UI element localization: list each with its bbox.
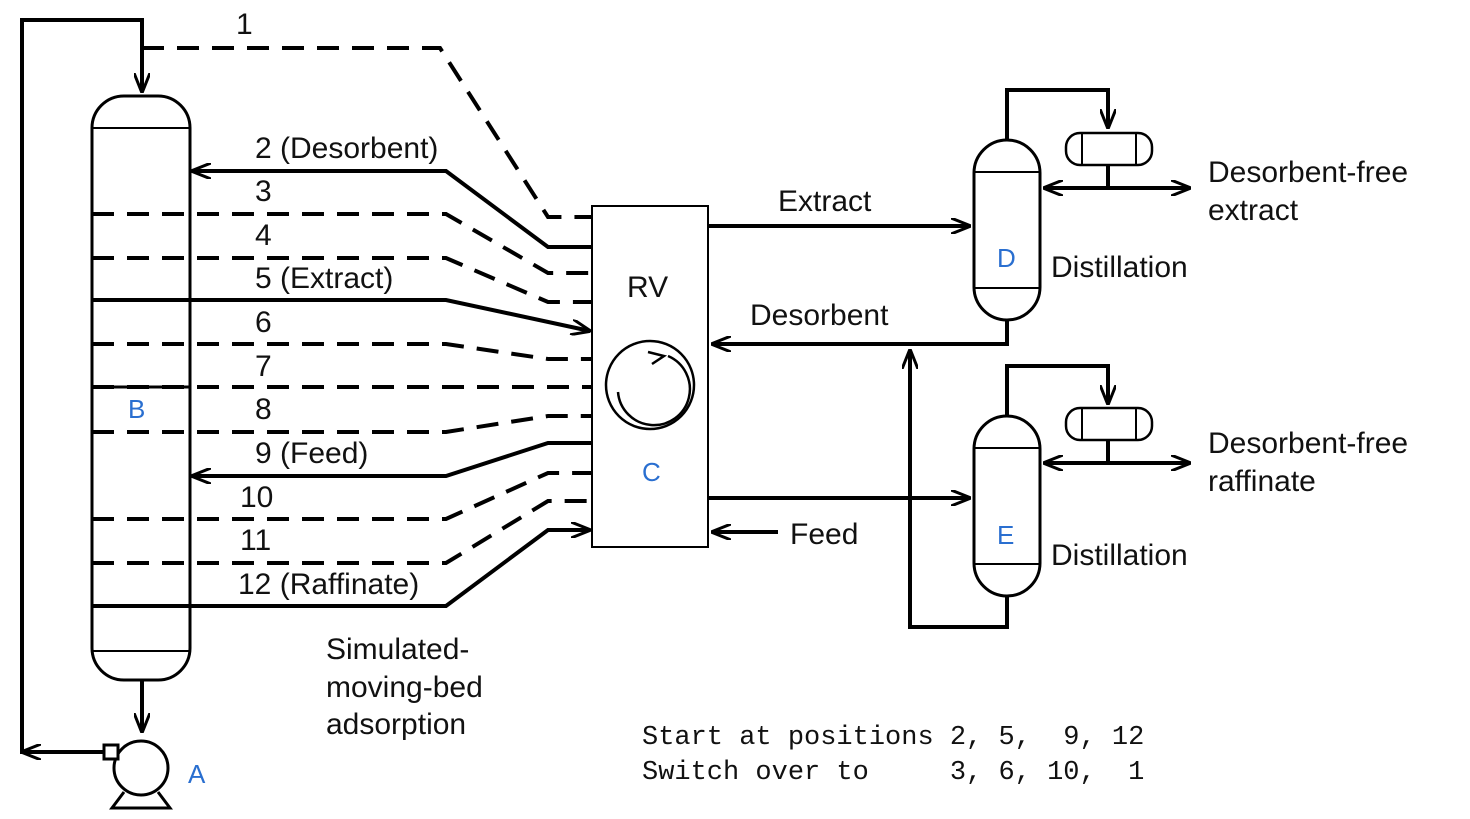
- distillation-label-e: Distillation: [1051, 539, 1188, 572]
- reflux-drum-e-icon: [1064, 406, 1154, 442]
- distillation-column-d: [972, 138, 1042, 322]
- line-labels: 1 2 (Desorbent) 3 4 5 (Extract) 6 7 8 9 …: [236, 8, 438, 601]
- line-label-9: 9 (Feed): [255, 437, 368, 470]
- caption-line3: adsorption: [326, 708, 466, 741]
- desorbent-label: Desorbent: [750, 299, 889, 332]
- switch-positions: Switch over to 3, 6, 10, 1: [642, 758, 1144, 788]
- line-label-4: 4: [255, 219, 272, 252]
- valve-lines: [92, 46, 592, 608]
- line-label-1: 1: [236, 8, 253, 41]
- reflux-drum-d-icon: [1064, 131, 1154, 167]
- line-label-3: 3: [255, 175, 272, 208]
- caption-line2: moving-bed: [326, 671, 483, 704]
- line-label-11: 11: [240, 524, 271, 557]
- letter-d: D: [997, 243, 1016, 273]
- pump-icon: [102, 739, 173, 810]
- letter-a: A: [188, 759, 206, 789]
- distillation-column-e: [972, 414, 1042, 598]
- raffinate-product-line2: raffinate: [1208, 465, 1316, 498]
- desorbent-recycle-e: [910, 350, 1009, 629]
- line-label-5: 5 (Extract): [255, 262, 393, 295]
- line-label-10: 10: [240, 481, 273, 514]
- extract-product-line1: Desorbent-free: [1208, 156, 1408, 189]
- letter-b: B: [128, 394, 145, 424]
- feed-label: Feed: [790, 518, 858, 551]
- line-label-6: 6: [255, 306, 272, 339]
- rotary-valve: [591, 205, 709, 548]
- caption-line1: Simulated-: [326, 633, 469, 666]
- start-positions: Start at positions 2, 5, 9, 12: [642, 723, 1144, 753]
- letter-c: C: [642, 457, 661, 487]
- line-label-2: 2 (Desorbent): [255, 132, 438, 165]
- extract-product-line2: extract: [1208, 194, 1299, 227]
- line-label-7: 7: [255, 350, 272, 383]
- distillation-label-d: Distillation: [1051, 251, 1188, 284]
- desorbent-return: [712, 320, 1009, 344]
- recycle-loop: [20, 18, 142, 752]
- line-label-12: 12 (Raffinate): [238, 568, 419, 601]
- extract-label: Extract: [778, 185, 872, 218]
- raffinate-product-line1: Desorbent-free: [1208, 427, 1408, 460]
- valve-label: RV: [627, 271, 668, 304]
- line-label-8: 8: [255, 393, 272, 426]
- letter-e: E: [997, 520, 1014, 550]
